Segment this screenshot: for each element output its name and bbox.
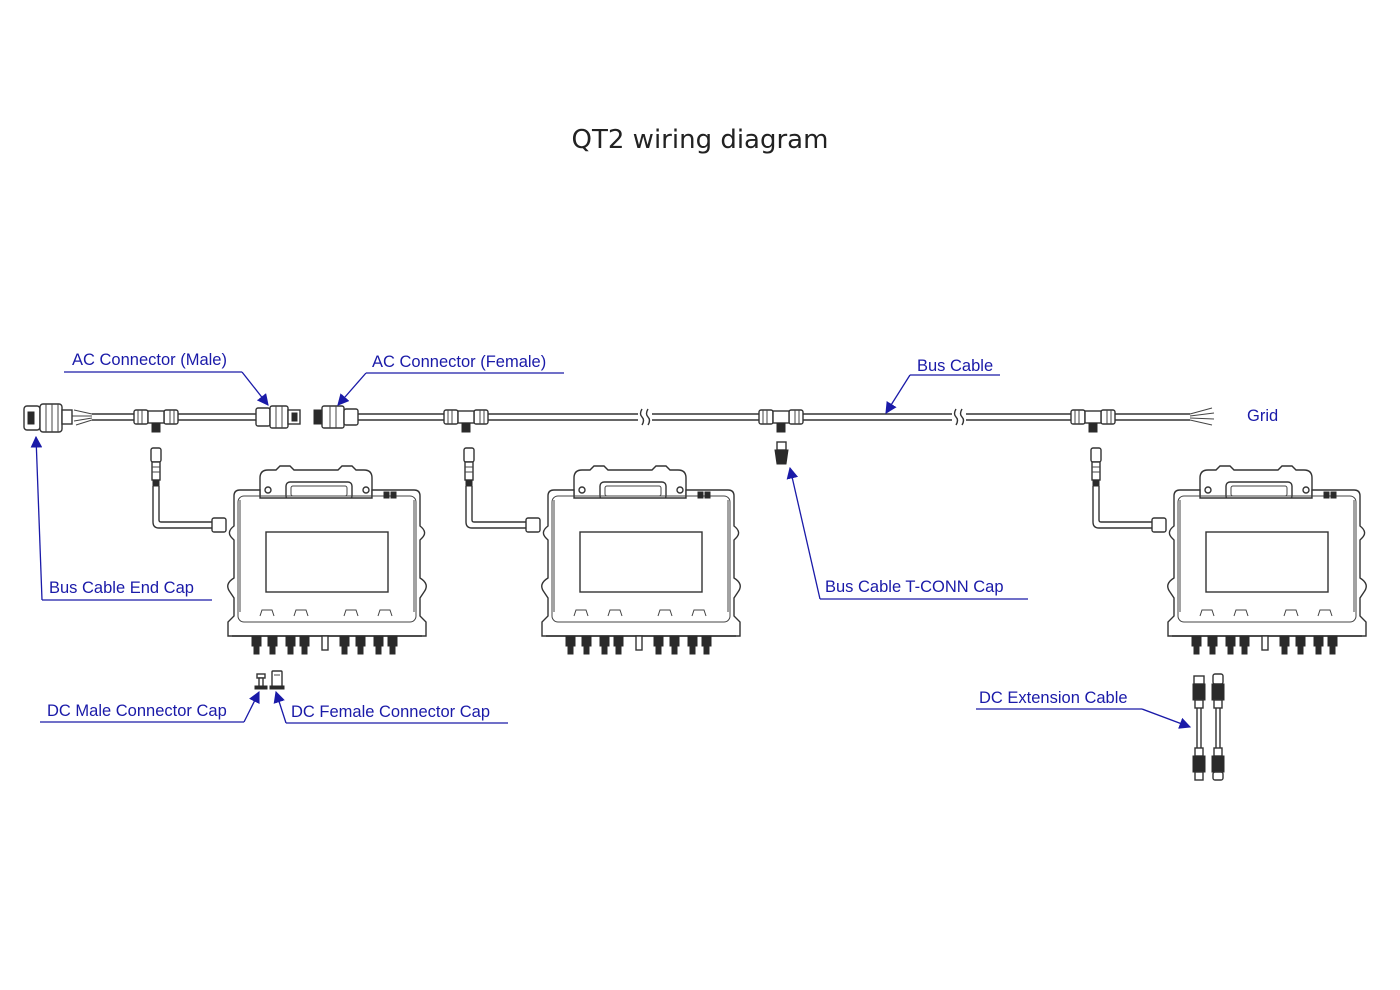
label-ac-connector-female: AC Connector (Female): [337, 353, 564, 406]
dc-extension-cable: [1192, 673, 1225, 781]
t-connector: [1070, 409, 1116, 433]
label-bus-cable: Bus Cable: [885, 357, 1000, 414]
t-connector: [133, 409, 179, 433]
label-dc-male-connector-cap: DC Male Connector Cap: [40, 690, 260, 723]
label-text: Bus Cable: [917, 357, 993, 375]
label-bus-cable-end-cap: Bus Cable End Cap: [30, 435, 212, 601]
label-text: Bus Cable T-CONN Cap: [825, 578, 1004, 596]
t-connector: [443, 409, 489, 433]
drop-cable: [463, 447, 541, 533]
microinverter: [150, 447, 427, 655]
label-dc-extension-cable: DC Extension Cable: [976, 689, 1192, 729]
t-connector: [758, 409, 804, 433]
bus-cable-left-end-wires: [72, 409, 93, 426]
diagram-title: QT2 wiring diagram: [572, 125, 829, 155]
drop-cable: [150, 447, 227, 533]
microinverter: [463, 447, 741, 655]
label-text: AC Connector (Male): [72, 351, 227, 369]
grid-wires: [1189, 407, 1215, 426]
label-bus-cable-t-conn-cap: Bus Cable T-CONN Cap: [786, 466, 1028, 600]
label-grid: Grid: [1247, 407, 1278, 425]
label-ac-connector-male: AC Connector (Male): [64, 351, 269, 406]
bus-cable-end-cap: [23, 403, 73, 433]
label-text: DC Male Connector Cap: [47, 702, 227, 720]
ac-connector-female: [313, 405, 359, 429]
label-text: DC Female Connector Cap: [291, 703, 490, 721]
label-text: AC Connector (Female): [372, 353, 546, 371]
label-dc-female-connector-cap: DC Female Connector Cap: [273, 690, 508, 724]
drop-cable: [1090, 447, 1167, 533]
ac-connector-male: [255, 405, 301, 429]
label-text: DC Extension Cable: [979, 689, 1128, 707]
dc-female-connector-cap: [269, 670, 285, 690]
bus-cable-t-conn-cap: [774, 441, 789, 465]
microinverter: [1090, 447, 1367, 655]
dc-male-connector-cap: [254, 673, 268, 690]
label-text: Bus Cable End Cap: [49, 579, 194, 597]
